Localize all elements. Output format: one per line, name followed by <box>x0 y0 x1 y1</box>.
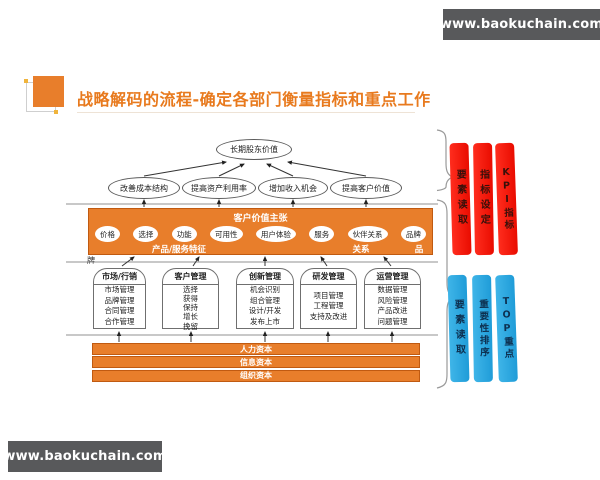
process-item: 获得 <box>183 293 198 303</box>
process-column: 市场/行销市场管理品牌管理合同管理合作管理 <box>93 268 146 329</box>
value-item-ellipse: 价格 <box>95 226 120 242</box>
process-column-header: 运营管理 <box>365 269 420 285</box>
title-underline <box>77 112 415 113</box>
process-item: 产品改进 <box>377 306 408 316</box>
step-banner: 指标设定 <box>473 142 494 256</box>
process-item: 支持及改进 <box>309 311 348 321</box>
capital-bar: 信息资本 <box>92 356 420 369</box>
process-item: 发布上市 <box>250 316 280 326</box>
step-banner: KPI指标 <box>495 142 518 256</box>
value-proposition-items: 价格选择功能可用性用户体验服务伙伴关系品牌 <box>89 226 432 242</box>
value-item-ellipse: 选择 <box>133 226 159 242</box>
page-title: 战略解码的流程-确定各部门衡量指标和重点工作 <box>77 90 431 109</box>
value-category-label: 产品/服务特征 <box>151 245 207 255</box>
financial-goal-ellipse: 提高资产利用率 <box>182 177 256 199</box>
value-proposition-title: 客户价值主张 <box>233 214 288 224</box>
process-item: 增长 <box>183 312 198 322</box>
value-item-ellipse: 用户体验 <box>255 226 296 242</box>
process-item: 设计/开发 <box>248 306 282 316</box>
process-item: 组合管理 <box>250 295 280 305</box>
process-item: 机会识别 <box>250 285 280 295</box>
financial-goal-ellipse: 改善成本结构 <box>108 177 180 199</box>
value-category-label: 关系 <box>352 245 370 255</box>
step-banner: 要素读取 <box>447 274 470 383</box>
process-column: 运营管理数据管理风险管理产品改进问题管理 <box>364 268 421 329</box>
process-column: 创新管理机会识别组合管理设计/开发发布上市 <box>236 268 294 329</box>
process-column-header: 研发管理 <box>301 269 356 285</box>
process-item: 工程管理 <box>313 301 344 310</box>
process-item: 合作管理 <box>104 316 135 326</box>
capital-bar: 组织资本 <box>92 369 420 382</box>
process-item: 品牌管理 <box>104 295 135 305</box>
process-column-items: 数据管理风险管理产品改进问题管理 <box>365 285 420 329</box>
value-item-ellipse: 伙伴关系 <box>347 226 388 242</box>
financial-goal-ellipse: 提高客户价值 <box>330 177 402 199</box>
value-item-ellipse: 功能 <box>171 226 197 242</box>
process-item: 项目管理 <box>313 290 344 300</box>
site-badge-bottom: www.baokuchain.com <box>3 441 166 472</box>
process-column-items: 机会识别组合管理设计/开发发布上市 <box>237 285 293 329</box>
process-item: 市场管理 <box>104 285 135 295</box>
process-column-items: 项目管理工程管理支持及改进 <box>301 285 356 329</box>
process-column: 研发管理项目管理工程管理支持及改进 <box>300 268 357 329</box>
process-item: 合同管理 <box>104 306 135 316</box>
capital-bars: 人力资本信息资本组织资本 <box>92 343 420 383</box>
financial-goal-ellipse: 增加收入机会 <box>258 177 328 199</box>
process-column-header: 客户管理 <box>163 269 218 285</box>
title-bullet-icon <box>24 74 68 116</box>
capital-bar: 人力资本 <box>92 343 420 355</box>
process-column-items: 选择获得保持增长挽留 <box>163 285 218 331</box>
top-goal-ellipse: 长期股东价值 <box>216 139 292 160</box>
process-item: 选择 <box>183 284 198 294</box>
process-column: 客户管理选择获得保持增长挽留 <box>162 268 219 331</box>
value-proposition-box: 客户价值主张 价格选择功能可用性用户体验服务伙伴关系品牌 产品/服务特征 关系 品 <box>88 208 433 255</box>
process-item: 问题管理 <box>377 316 408 326</box>
process-item: 保持 <box>183 303 198 313</box>
step-banner: TOP重点 <box>495 274 518 383</box>
step-banner: 要素读取 <box>449 142 472 256</box>
value-category-label: 品 <box>414 245 424 255</box>
process-item: 风险管理 <box>377 295 408 305</box>
value-item-ellipse: 可用性 <box>210 226 243 242</box>
value-item-ellipse: 品牌 <box>400 226 426 242</box>
site-badge-top: www.baokuchain.com <box>440 9 600 40</box>
process-item: 数据管理 <box>377 285 408 295</box>
process-column-header: 创新管理 <box>237 269 293 285</box>
value-item-ellipse: 服务 <box>309 226 335 242</box>
process-item: 挽留 <box>183 321 198 331</box>
wrapped-label-char: 牌 <box>87 256 95 265</box>
step-banner: 重要性排序 <box>472 274 493 383</box>
process-column-header: 市场/行销 <box>94 269 145 285</box>
process-column-items: 市场管理品牌管理合同管理合作管理 <box>94 285 145 329</box>
